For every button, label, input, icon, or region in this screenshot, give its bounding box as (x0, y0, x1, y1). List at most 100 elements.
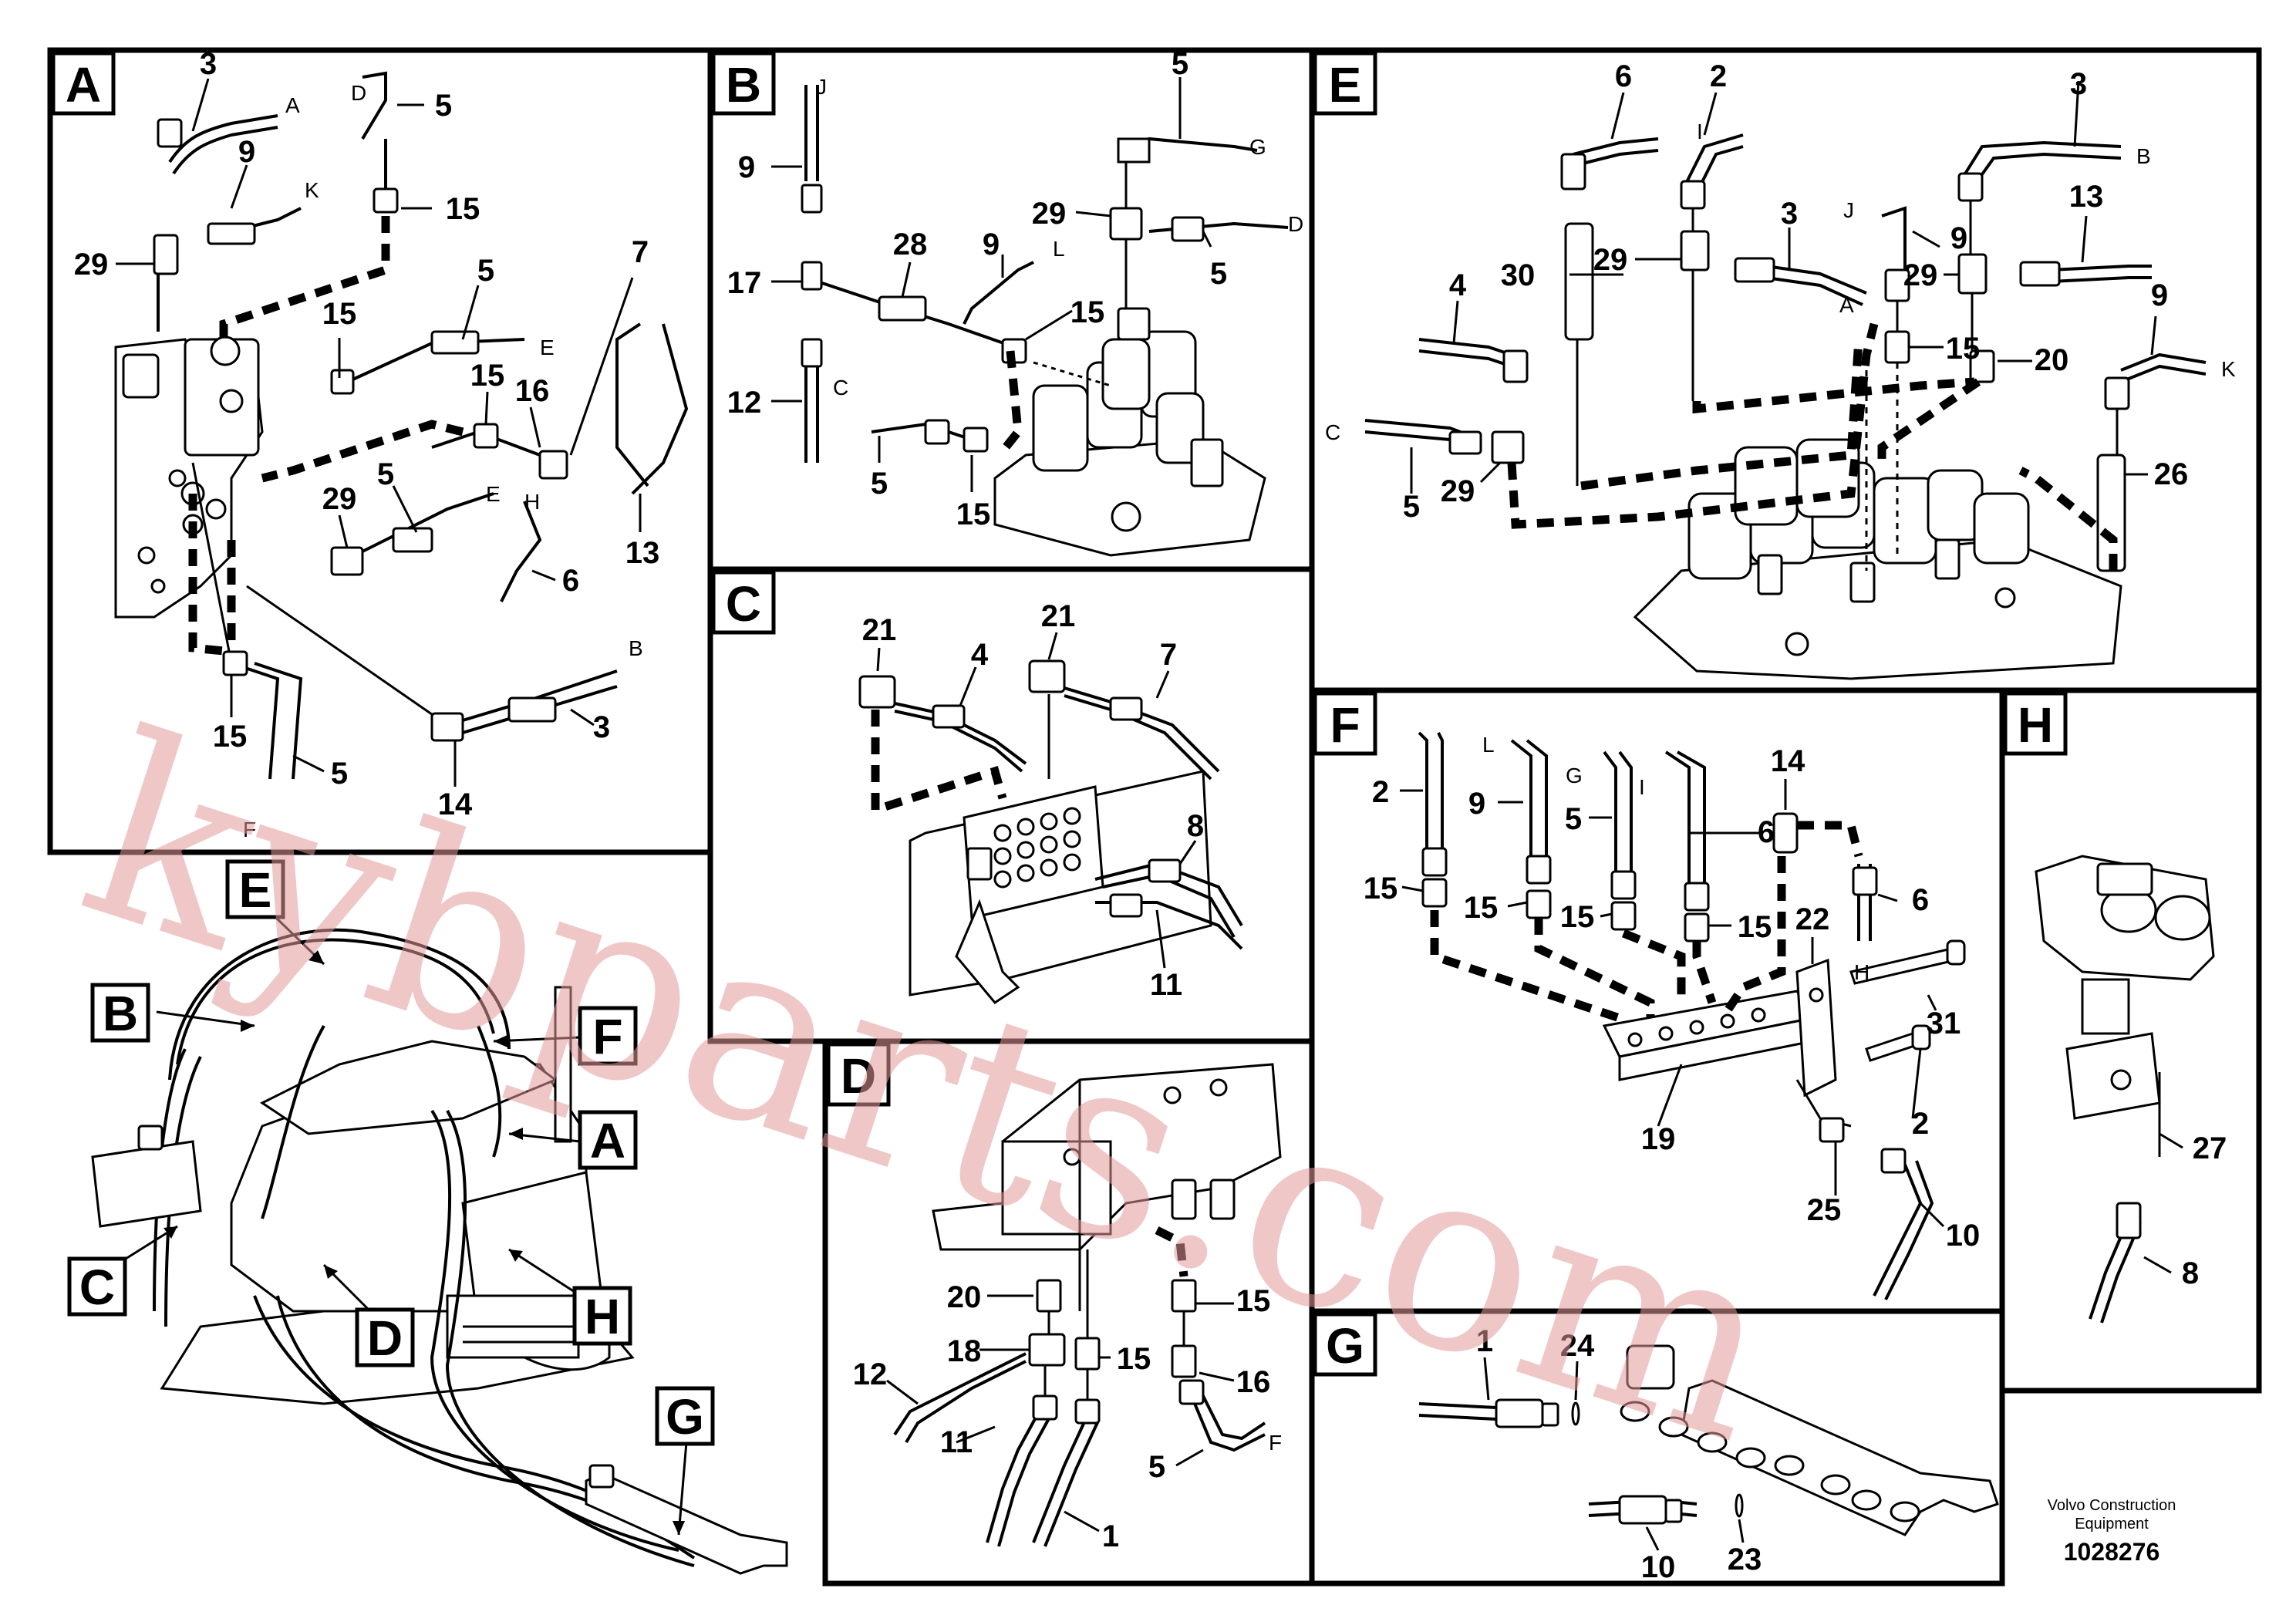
a-callout-5c: 5 (377, 457, 394, 491)
e-letter-i: I (1697, 120, 1703, 143)
manifold-c (909, 770, 1212, 1004)
f-callout-9: 9 (1468, 787, 1485, 821)
a-letter-d: D (351, 81, 366, 105)
a-letter-h: H (524, 490, 540, 514)
f-callout-5: 5 (1565, 802, 1582, 836)
b-callout-5: 5 (1172, 47, 1188, 81)
overview-tag-e: E (239, 862, 272, 918)
d-callout-12: 12 (853, 1357, 888, 1391)
d-callout-15b: 15 (1236, 1284, 1271, 1318)
d-callout-11: 11 (940, 1425, 973, 1459)
drawing-number: 1028276 (2064, 1538, 2160, 1566)
g-callout-24: 24 (1560, 1329, 1595, 1363)
b-callout-12: 12 (727, 386, 762, 420)
e-callout-30: 30 (1501, 258, 1536, 292)
b-letter-c: C (833, 376, 848, 400)
footer-line2: Equipment (2075, 1516, 2149, 1533)
f-callout-31: 31 (1927, 1007, 1961, 1040)
panel-f-tag: F (1330, 697, 1360, 753)
f-callout-2b: 2 (1912, 1107, 1929, 1141)
d-callout-15: 15 (1117, 1342, 1151, 1376)
e-letter-j: J (1843, 198, 1854, 222)
a-callout-3: 3 (200, 47, 217, 81)
c-callout-4: 4 (971, 638, 989, 672)
panel-e-tag: E (1329, 57, 1362, 113)
f-callout-22: 22 (1795, 902, 1830, 936)
e-callout-29c: 29 (1441, 474, 1475, 508)
a-callout-15b: 15 (322, 297, 357, 331)
b-callout-29: 29 (1032, 197, 1067, 231)
a-callout-3b: 3 (593, 710, 610, 744)
g-callout-23: 23 (1728, 1543, 1762, 1576)
f-callout-14: 14 (1771, 744, 1805, 778)
e-letter-b: B (2136, 144, 2151, 168)
f-callout-15d: 15 (1738, 910, 1772, 944)
b-letter-d: D (1288, 212, 1303, 236)
e-letter-a: A (1839, 293, 1854, 317)
h-callout-27: 27 (2193, 1131, 2227, 1165)
a-callout-6: 6 (562, 564, 579, 598)
f-callout-15c: 15 (1560, 900, 1595, 934)
a-callout-13: 13 (625, 536, 660, 570)
panel-a: A (47, 47, 713, 855)
panel-g: G 1 24 10 23 (1309, 1308, 2005, 1587)
e-callout-15: 15 (1946, 332, 1981, 366)
f-callout-6b: 6 (1912, 883, 1929, 917)
g-callout-1: 1 (1476, 1324, 1493, 1358)
f-letter-g: G (1566, 764, 1583, 787)
a-letter-e: E (540, 336, 555, 359)
b-letter-l: L (1053, 237, 1065, 261)
e-callout-20: 20 (2035, 343, 2069, 377)
e-letter-c: C (1325, 420, 1340, 444)
b-letter-j: J (816, 75, 827, 99)
footer-line1: Volvo Construction (2048, 1497, 2176, 1514)
overview-tag-b: B (103, 986, 138, 1041)
e-callout-3b: 3 (1781, 197, 1798, 231)
overview-tag-g: G (666, 1389, 704, 1445)
e-callout-5: 5 (1403, 490, 1420, 524)
panel-b-tag: B (726, 57, 761, 113)
d-letter-f: F (1269, 1431, 1282, 1455)
b-callout-28: 28 (893, 228, 928, 261)
c-callout-21b: 21 (1041, 599, 1076, 633)
f-callout-15: 15 (1364, 872, 1398, 905)
g-callout-10: 10 (1641, 1550, 1676, 1584)
overview-tag-h: H (585, 1289, 620, 1344)
panel-b: B (707, 47, 1315, 572)
a-callout-14: 14 (438, 787, 473, 821)
f-callout-19: 19 (1641, 1122, 1676, 1156)
b-callout-5c: 5 (871, 467, 888, 501)
b-callout-15: 15 (1070, 295, 1105, 329)
overview-tag-c: C (79, 1259, 115, 1315)
f-callout-10: 10 (1946, 1219, 1981, 1253)
panel-a-tag: A (66, 57, 101, 113)
b-callout-9: 9 (738, 150, 755, 184)
f-callout-6: 6 (1758, 815, 1775, 849)
b-callout-5b: 5 (1210, 257, 1227, 291)
a-callout-15: 15 (446, 192, 480, 226)
panel-f: F (1309, 687, 2005, 1314)
b-callout-17: 17 (727, 266, 762, 300)
panel-d: D (822, 1038, 1315, 1587)
f-letter-i: I (1639, 775, 1645, 799)
c-callout-21: 21 (862, 613, 897, 647)
b-letter-g: G (1249, 135, 1266, 159)
panel-c: C 21 (707, 566, 1315, 1044)
valve-body-d (932, 1063, 1282, 1311)
panel-h: H 27 8 (1999, 687, 2262, 1394)
a-letter-e2: E (486, 482, 501, 506)
e-callout-9: 9 (1950, 221, 1967, 255)
a-callout-16: 16 (515, 374, 550, 408)
a-callout-5b: 5 (477, 254, 494, 288)
f-callout-2: 2 (1372, 775, 1389, 809)
e-callout-3: 3 (2070, 67, 2087, 101)
valve-body-b (993, 307, 1266, 557)
panel-d-tag: D (841, 1048, 876, 1104)
f-letter-l: L (1482, 733, 1495, 757)
a-callout-15d: 15 (213, 720, 248, 754)
b-callout-9b: 9 (983, 228, 1000, 261)
panel-e: E (1309, 47, 2262, 693)
b-callout-15b: 15 (956, 497, 991, 531)
a-letter-b: B (629, 636, 643, 660)
e-callout-13: 13 (2069, 180, 2104, 214)
